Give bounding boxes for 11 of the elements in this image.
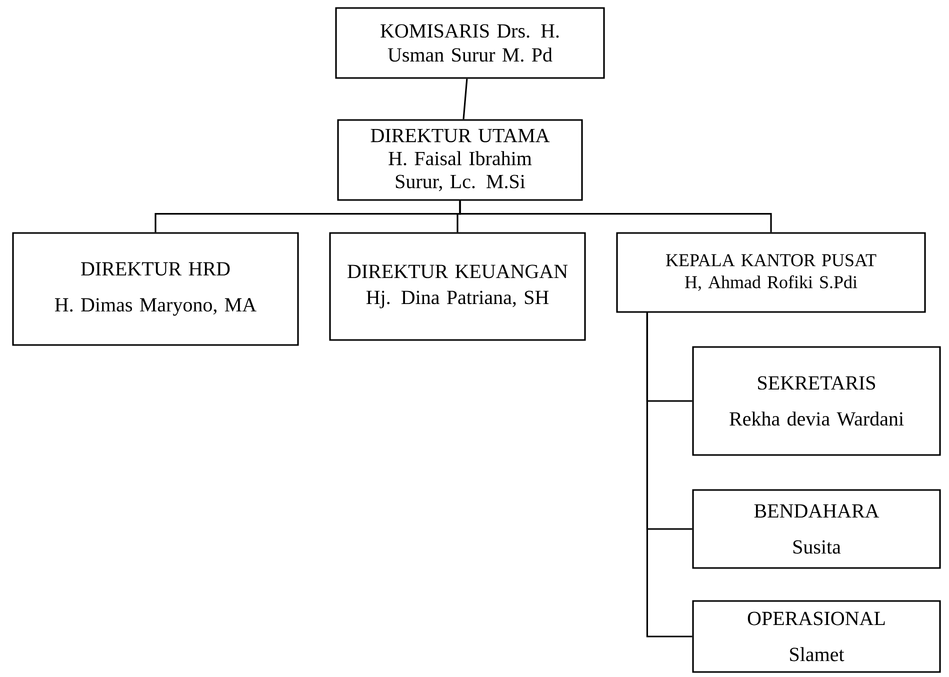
org-box: KEPALA KANTOR PUSAT H, Ahmad Rofiki S.Pdi [616, 232, 926, 313]
org-box: OPERASIONAL Slamet [692, 600, 941, 673]
org-box: KOMISARIS Drs. H. Usman Surur M. Pd [335, 7, 605, 79]
org-box: DIREKTUR KEUANGAN Hj. Dina Patriana, SH [329, 232, 586, 341]
connector-line [646, 312, 692, 638]
org-box: SEKRETARIS Rekha devia Wardani [692, 346, 941, 456]
org-box: DIREKTUR HRD H. Dimas Maryono, MA [12, 232, 299, 346]
org-box: DIREKTUR UTAMA H. Faisal Ibrahim Surur, Lc. M.Si [337, 119, 583, 201]
connector-line [459, 200, 772, 232]
connector-line [462, 78, 468, 120]
org-box: BENDAHARA Susita [692, 489, 941, 569]
